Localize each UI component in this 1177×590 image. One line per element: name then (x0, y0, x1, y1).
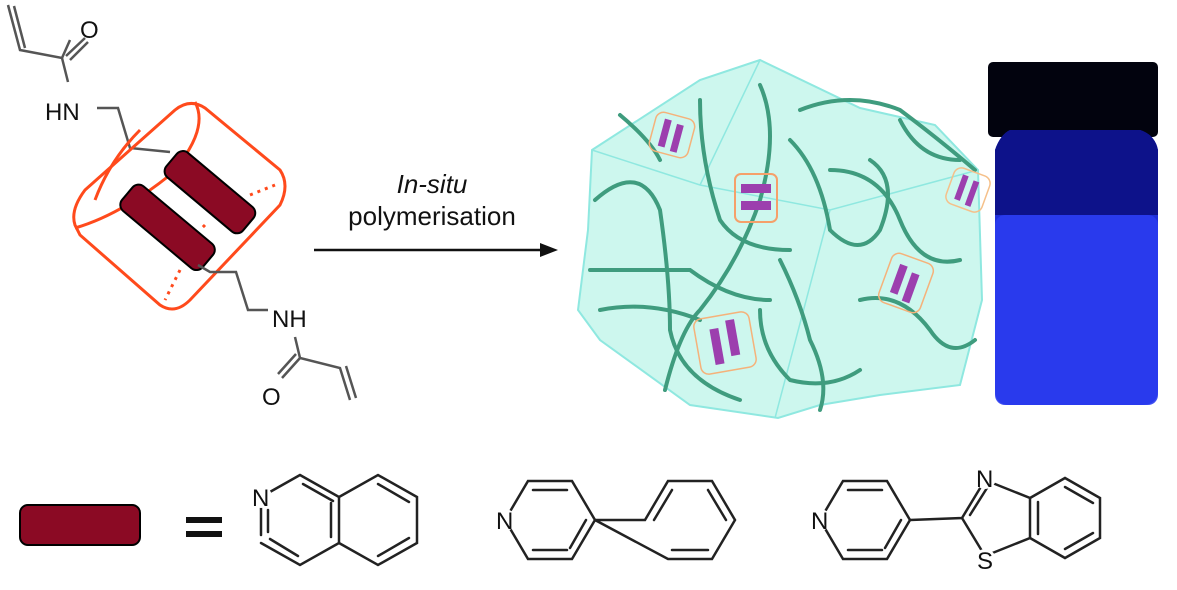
vial-photo (988, 62, 1158, 405)
isoquinoline-structure: N (250, 473, 419, 567)
vial-cap (988, 62, 1158, 137)
bottom-nh-label: NH (272, 306, 307, 333)
host-guest-crosslinks (648, 111, 991, 375)
crosslink (693, 311, 757, 375)
top-amide-bond (60, 37, 89, 83)
polymer-chains (588, 83, 977, 412)
top-linker-bond (97, 106, 171, 154)
guest-dimer (119, 150, 257, 272)
crosslink (877, 252, 935, 314)
top-oxygen-label: O (80, 17, 99, 44)
thiazole-n-label: N (976, 466, 993, 493)
condition-in-situ: In-situ (397, 169, 468, 199)
pyridine-n-label: N (811, 508, 828, 535)
crosslink (648, 111, 696, 159)
pyridyl-benzothiazole-structure: N N S (809, 466, 1102, 575)
isoquinoline-n-label: N (252, 485, 269, 512)
bottom-oxygen-label: O (262, 384, 281, 411)
bottom-linker-bond (197, 263, 268, 312)
top-vinyl-bond (6, 4, 72, 60)
phenylpyridine-structure: N (494, 479, 737, 561)
condition-polymerisation: polymerisation (348, 201, 516, 231)
phenylpyridine-n-label: N (496, 508, 513, 535)
legend-equals-sign (186, 517, 222, 537)
crosslink (945, 167, 991, 213)
arrow-head (540, 243, 558, 257)
reaction-arrow: In-situ polymerisation (314, 169, 558, 257)
guest-symbol (19, 504, 141, 546)
top-hn-label: HN (45, 99, 80, 126)
guest-legend: N N N N S (19, 466, 1102, 575)
crosslinker-monomer: O HN NH O (6, 4, 358, 411)
crosslink (734, 173, 778, 223)
host-cage (72, 101, 287, 311)
thiazole-s-label: S (977, 548, 993, 575)
bottom-amide-bond (277, 336, 358, 401)
hydrogel-network (576, 58, 991, 420)
